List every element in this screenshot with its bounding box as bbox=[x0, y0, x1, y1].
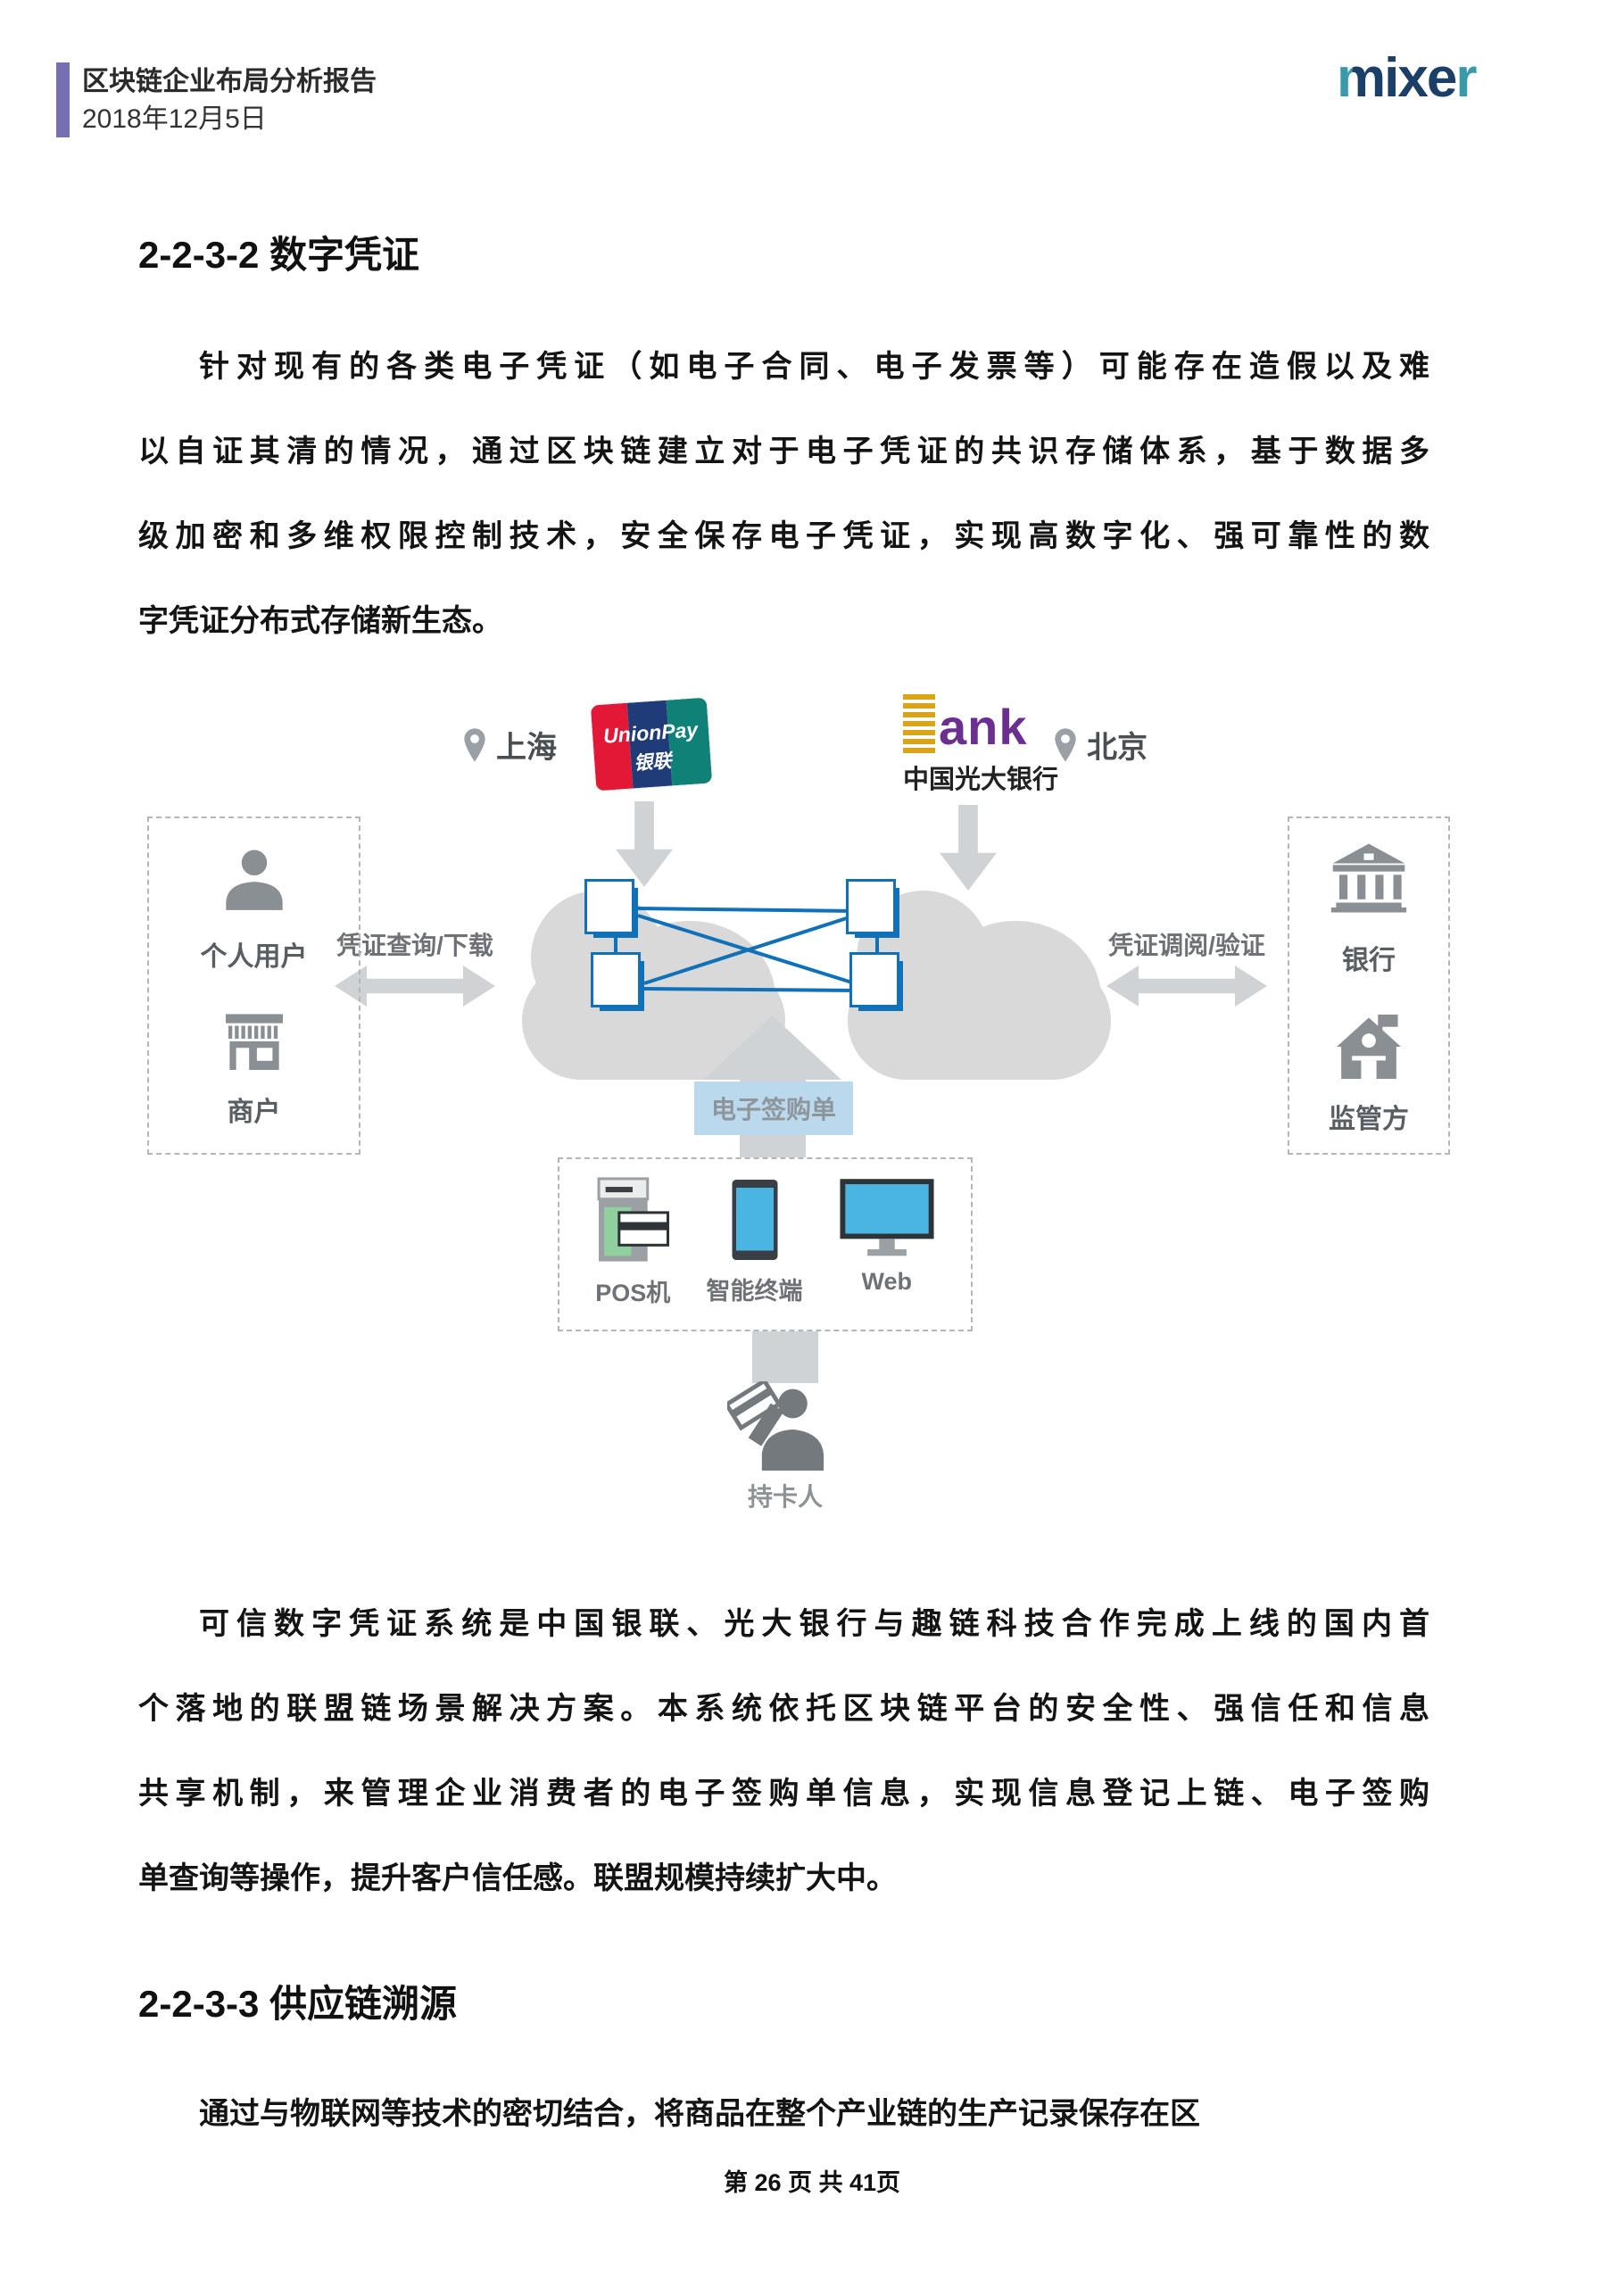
paragraph-line: 单查询等操作，提升客户信任感。联盟规模持续扩大中。 bbox=[138, 1861, 897, 1895]
blockchain-node: B bbox=[584, 879, 638, 938]
pos-machine-icon bbox=[597, 1177, 670, 1262]
trusted-credential-diagram: 上海 UnionPay 银联 ank 中国光大银行 北京 bbox=[143, 687, 1450, 1571]
logo-letter-m: m bbox=[1337, 47, 1386, 109]
paragraph-line: 级加密和多维权限控制技术，安全保存电子凭证，实现高数字化、强可靠性的数 bbox=[138, 519, 1429, 553]
merchant-label: 商户 bbox=[227, 1098, 281, 1127]
bank-building-icon bbox=[1330, 843, 1407, 913]
pos-device: POS机 bbox=[595, 1177, 670, 1308]
smartphone-icon bbox=[732, 1180, 777, 1260]
personal-user-label: 个人用户 bbox=[200, 942, 308, 972]
regulator-building-icon bbox=[1337, 1015, 1401, 1079]
paragraph-3: 通过与物联网等技术的密切结合，将商品在整个产业链的生产记录保存在区 bbox=[138, 2091, 1429, 2144]
paragraph-line: 可信数字凭证系统是中国银联、光大银行与趣链科技合作完成上线的国内首 bbox=[199, 1607, 1429, 1641]
node-letter: B bbox=[866, 894, 889, 931]
paragraph-2: 可信数字凭证系统是中国银联、光大银行与趣链科技合作完成上线的国内首 个落地的联盟… bbox=[138, 1601, 1429, 1904]
paragraph-line: 通过与物联网等技术的密切结合，将商品在整个产业链的生产记录保存在区 bbox=[199, 2097, 1200, 2131]
terminal-label: 智能终端 bbox=[706, 1278, 803, 1305]
location-beijing: 北京 bbox=[1053, 723, 1148, 767]
bank-label: 银行 bbox=[1342, 946, 1396, 975]
paragraph-line: 针对现有的各类电子凭证（如电子合同、电子发票等）可能存在造假以及难 bbox=[199, 350, 1429, 384]
blockchain-node: B bbox=[846, 879, 899, 938]
section-heading-digital-credential: 2-2-3-2 数字凭证 bbox=[138, 234, 420, 276]
web-label: Web bbox=[861, 1268, 912, 1295]
node-letter: B bbox=[604, 894, 627, 931]
retrieve-verify-label: 凭证调阅/验证 bbox=[1108, 932, 1265, 959]
paragraph-line: 共享机制，来管理企业消费者的电子签购单信息，实现信息登记上链、电子签购 bbox=[138, 1777, 1429, 1811]
cardholder-label: 持卡人 bbox=[747, 1483, 823, 1511]
mixer-logo: mixer bbox=[1337, 46, 1477, 110]
report-date: 2018年12月5日 bbox=[82, 104, 267, 134]
paragraph-line: 以自证其清的情况，通过区块链建立对于电子凭证的共识存储体系，基于数据多 bbox=[138, 435, 1429, 468]
monitor-icon bbox=[840, 1179, 934, 1256]
page-number: 第 26 页 共 41页 bbox=[723, 2169, 901, 2196]
header-accent-bar bbox=[56, 62, 70, 137]
location-shanghai: 上海 bbox=[462, 723, 557, 767]
cardholder-icon bbox=[727, 1381, 824, 1471]
web-device: Web bbox=[839, 1177, 935, 1296]
everbright-bank-logo: ank 中国光大银行 bbox=[903, 694, 1059, 796]
paragraph-1: 针对现有的各类电子凭证（如电子合同、电子发票等）可能存在造假以及难 以自证其清的… bbox=[138, 344, 1429, 647]
institutions-box: 银行 监管方 bbox=[1288, 816, 1450, 1155]
logo-letters-ixe: ixe bbox=[1384, 47, 1457, 109]
section-heading-supply-chain: 2-2-3-3 供应链溯源 bbox=[138, 1983, 458, 2025]
paragraph-line: 个落地的联盟链场景解决方案。本系统依托区块链平台的安全性、强信任和信息 bbox=[138, 1692, 1429, 1726]
report-title: 区块链企业布局分析报告 bbox=[82, 67, 377, 96]
location-beijing-label: 北京 bbox=[1087, 731, 1148, 765]
terminal-device: 智能终端 bbox=[707, 1177, 803, 1306]
devices-box: POS机 智能终端 Web bbox=[558, 1157, 973, 1331]
everbright-wordmark: ank bbox=[939, 699, 1028, 755]
everbright-gold-mark-icon bbox=[903, 694, 935, 753]
pos-label: POS机 bbox=[595, 1280, 671, 1306]
logo-letter-r: r bbox=[1455, 47, 1477, 109]
paragraph-line: 字凭证分布式存储新生态。 bbox=[138, 604, 502, 638]
network-lines bbox=[614, 907, 879, 992]
query-download-label: 凭证查询/下载 bbox=[336, 932, 493, 959]
users-box: 个人用户 商户 bbox=[147, 816, 360, 1155]
location-shanghai-label: 上海 bbox=[496, 731, 557, 765]
regulator-label: 监管方 bbox=[1329, 1105, 1409, 1134]
e-receipt-box: 电子签购单 bbox=[694, 1082, 853, 1135]
map-pin-icon bbox=[464, 727, 485, 762]
person-icon bbox=[225, 850, 283, 910]
spine-lower bbox=[752, 1331, 818, 1383]
node-letter: B bbox=[869, 967, 892, 1004]
map-pin-icon bbox=[1055, 727, 1076, 762]
everbright-bank-name: 中国光大银行 bbox=[903, 766, 1059, 794]
blockchain-node: B bbox=[591, 952, 644, 1011]
node-letter: B bbox=[610, 967, 634, 1004]
blockchain-node: B bbox=[849, 952, 903, 1011]
store-icon bbox=[225, 1014, 283, 1070]
